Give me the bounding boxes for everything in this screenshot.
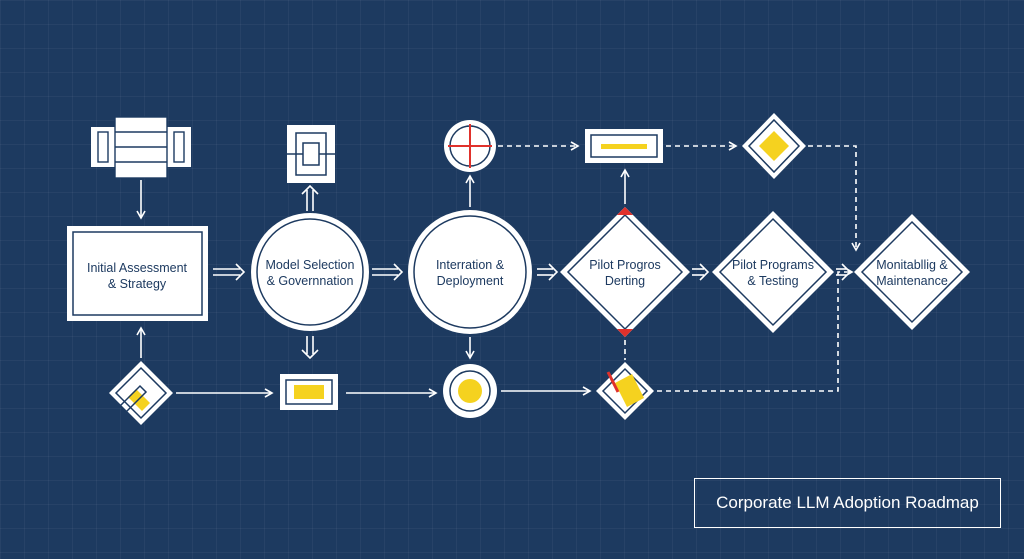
module-icon [287,125,335,183]
node-integration: Interration & Deployment [408,210,532,334]
node-integration-line2: Deployment [437,274,504,288]
double-arrow-4-5 [692,263,710,281]
double-arrow-1-2 [213,263,246,281]
yellow-circle-icon [443,364,497,418]
node-pilot-progros-line1: Pilot Progros [589,258,661,272]
node-model-selection-line2: & Governnation [267,274,354,288]
dashed-diamond-to-monitoring [808,145,861,252]
double-arrow-2-3 [372,263,404,281]
node-model-selection-line1: Model Selection [266,258,355,272]
node-monitoring-line1: Monitabllig & [876,258,948,272]
roadmap-title-box: Corporate LLM Adoption Roadmap [694,478,1001,528]
node-pilot-programs-line2: & Testing [747,274,798,288]
node-integration-line1: Interration & [436,258,505,272]
node-pilot-programs: Pilot Programs & Testing [712,211,834,333]
double-arrow-3-4 [537,263,559,281]
crosshair-icon [444,120,496,172]
node-monitoring-line2: Maintenance [876,274,948,288]
vertical-connectors [136,168,630,360]
pencil-diamond-icon [109,361,173,425]
node-pilot-programs-line1: Pilot Programs [732,258,814,272]
diamond-icon [742,113,806,179]
double-arrow-model-down [301,336,319,360]
double-arrow-model-to-module [301,184,319,211]
top-connectors [498,141,861,252]
node-model-selection: Model Selection & Governnation [251,213,369,331]
node-initial-assessment: Initial Assessment & Strategy [67,226,208,321]
node-pilot-progros: Pilot Progros Derting [560,207,690,337]
node-initial-assessment-line2: & Strategy [108,277,167,291]
dashed-flag-to-monitoring [657,267,854,392]
node-pilot-progros-line2: Derting [605,274,645,288]
flag-diamond-icon [596,362,654,420]
roadmap-title: Corporate LLM Adoption Roadmap [716,493,979,512]
progress-bar-icon [585,129,663,163]
node-initial-assessment-line1: Initial Assessment [87,261,188,275]
server-rack-icon [91,116,191,179]
bottom-connectors [176,267,854,398]
node-monitoring: Monitabllig & Maintenance [854,214,970,330]
yellow-rect-icon [280,374,338,410]
